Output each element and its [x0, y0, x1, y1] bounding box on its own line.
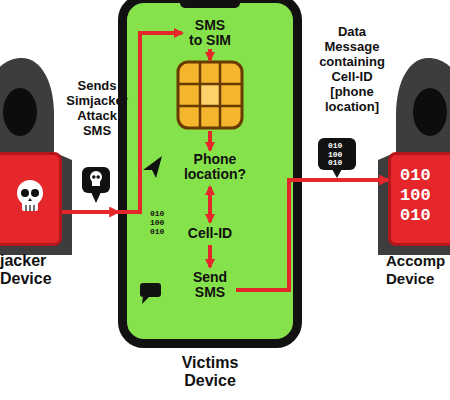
- edge-label: Sends Simjacker Attack SMS: [65, 78, 129, 138]
- step-text: Phone location?: [179, 152, 251, 182]
- sms-bubble: [82, 167, 110, 203]
- binary-code: 010 100 010: [400, 166, 436, 226]
- mini-skull-jaw: [92, 181, 100, 186]
- data-bubble: [318, 138, 356, 178]
- mini-skull-eye: [92, 175, 96, 179]
- bubble-body: [82, 167, 110, 193]
- device-caption: Accomp Device: [386, 252, 450, 288]
- mini-skull-eye: [96, 175, 100, 179]
- accomplice-figure: [378, 58, 450, 255]
- accomplice-face: [413, 88, 447, 136]
- binary-code: 010 100 010: [328, 142, 345, 168]
- hacker-body: [0, 144, 72, 255]
- attacker-device: jacker Device: [0, 152, 62, 246]
- step-text: SMS to SIM: [187, 18, 233, 48]
- mini-skull: [90, 171, 102, 183]
- device-caption: Victims Device: [165, 354, 255, 390]
- hacker-figure: [0, 58, 72, 255]
- victim-phone: SMS to SIM Phone location? 010 100 010Cell…: [118, 0, 302, 348]
- step-text: Send SMS: [187, 270, 233, 300]
- hacker-face: [3, 88, 37, 136]
- binary-code: 010 100 010: [150, 209, 166, 236]
- bubble-body: [318, 138, 356, 170]
- edge-label: Data Message containing Cell-ID [phone l…: [310, 24, 394, 114]
- connector-arrow: [302, 178, 388, 182]
- bubble-tail: [91, 192, 101, 203]
- bubble-tail: [332, 169, 342, 178]
- connector-arrow: [62, 210, 118, 214]
- accomplice-body: [378, 144, 450, 255]
- device-caption: jacker Device: [0, 252, 62, 288]
- step-text: Cell-ID: [175, 226, 245, 241]
- accomplice-device: 010 100 010Accomp Device: [388, 152, 450, 246]
